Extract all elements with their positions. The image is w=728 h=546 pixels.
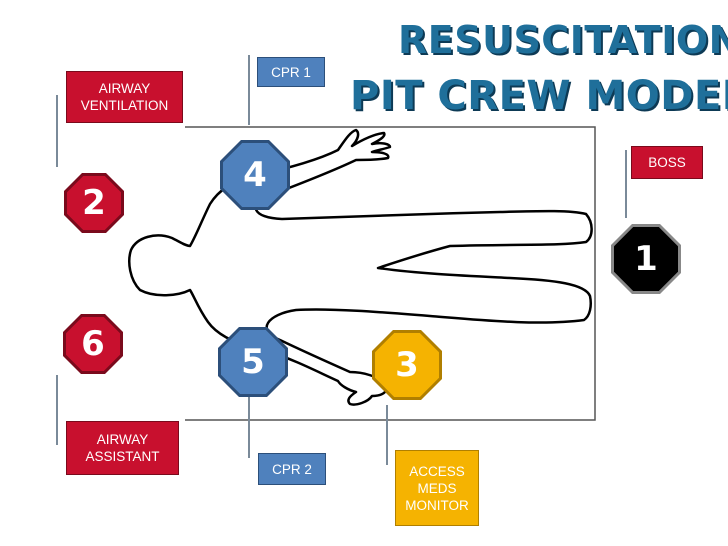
- patient-body-outline: [128, 128, 593, 406]
- label-cpr-1: CPR 1: [257, 57, 325, 87]
- role-4-badge: 4: [223, 143, 287, 207]
- label-boss: BOSS: [631, 146, 703, 179]
- role-5-badge: 5: [221, 330, 285, 394]
- role-6-badge: 6: [66, 317, 120, 371]
- role-3-badge: 3: [375, 333, 439, 397]
- label-access-meds-monitor: ACCESS MEDS MONITOR: [395, 450, 479, 526]
- role-1-badge: 1: [614, 227, 678, 291]
- bed-outline: [185, 126, 596, 421]
- title-line-1: RESUSCITATION: [398, 18, 728, 62]
- role-2-badge: 2: [67, 176, 121, 230]
- title-line-2: PIT CREW MODEL: [350, 73, 728, 119]
- label-airway-assistant: AIRWAY ASSISTANT: [66, 421, 179, 475]
- label-airway-ventilation: AIRWAY VENTILATION: [66, 71, 183, 123]
- label-cpr-2: CPR 2: [258, 453, 326, 485]
